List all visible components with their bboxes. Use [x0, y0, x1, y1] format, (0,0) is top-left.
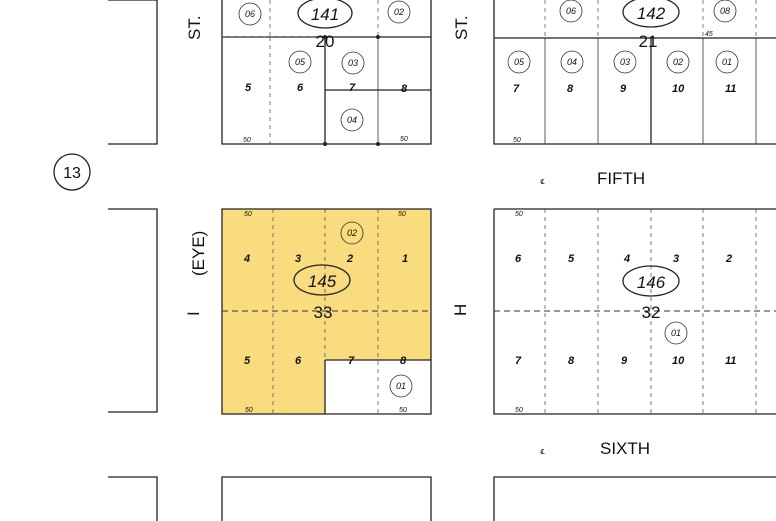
street-eye: (EYE) — [189, 231, 208, 276]
block-21 — [493, 0, 776, 145]
svg-text:50: 50 — [515, 211, 523, 218]
block-32 — [493, 208, 776, 415]
street-st-right: ST. — [452, 15, 471, 40]
lots-block-32: 6 5 4 3 2 7 8 9 10 11 50 50 — [515, 211, 736, 414]
svg-text:50: 50 — [398, 211, 406, 218]
svg-text:50: 50 — [245, 407, 253, 414]
svg-text:03: 03 — [620, 57, 630, 67]
map-number: 13 — [63, 165, 81, 182]
lots-block-21: 7 8 9 10 11 50 45 — [513, 31, 736, 144]
centerline-sixth: ℄ — [540, 448, 545, 456]
lots-block-33: 4 3 2 1 5 6 7 8 50 50 50 50 — [243, 211, 408, 414]
street-fifth: FIFTH — [597, 169, 645, 188]
parcels-block-20: 06 02 05 03 04 — [238, 0, 411, 132]
svg-text:7: 7 — [349, 82, 356, 94]
svg-text:05: 05 — [514, 57, 525, 67]
svg-text:02: 02 — [394, 7, 404, 17]
book-ellipse-141 — [297, 0, 353, 29]
block-number-32: 32 — [642, 303, 661, 322]
parcels-block-21: 06 08 05 04 03 02 01 — [507, 0, 739, 74]
svg-text:50: 50 — [400, 136, 408, 143]
svg-text:45: 45 — [705, 31, 713, 38]
block-number-21: 21 — [639, 32, 658, 51]
svg-text:3: 3 — [295, 253, 301, 265]
svg-text:8: 8 — [567, 83, 574, 95]
svg-text:7: 7 — [515, 355, 522, 367]
street-h: H — [451, 304, 470, 316]
svg-text:01: 01 — [396, 381, 406, 391]
block-33 — [221, 208, 432, 415]
svg-text:50: 50 — [399, 407, 407, 414]
svg-text:2: 2 — [725, 253, 732, 265]
svg-text:5: 5 — [568, 253, 575, 265]
svg-text:02: 02 — [347, 228, 357, 238]
svg-text:04: 04 — [567, 57, 577, 67]
svg-text:04: 04 — [347, 115, 357, 125]
svg-text:8: 8 — [568, 355, 575, 367]
svg-text:8: 8 — [400, 355, 407, 367]
svg-text:5: 5 — [245, 82, 252, 94]
svg-text:9: 9 — [620, 83, 627, 95]
svg-text:06: 06 — [566, 6, 576, 16]
book-ellipse-145 — [293, 264, 351, 296]
svg-text:9: 9 — [621, 355, 628, 367]
map-number-circle — [53, 153, 91, 191]
svg-text:8: 8 — [401, 83, 408, 95]
svg-text:08: 08 — [720, 6, 730, 16]
survey-points — [323, 35, 380, 146]
lots-block-20: 5 6 7 8 50 50 — [243, 82, 408, 144]
parcels-block-32: 01 — [664, 321, 688, 345]
street-st-left: ST. — [185, 15, 204, 40]
block-outline-bottom-mid — [221, 476, 432, 521]
book-ellipse-142 — [622, 0, 680, 28]
svg-text:50: 50 — [515, 407, 523, 414]
highlighted-parcel[interactable] — [222, 209, 431, 414]
svg-text:50: 50 — [244, 211, 252, 218]
svg-text:7: 7 — [513, 83, 520, 95]
book-146: 146 — [637, 273, 666, 292]
street-sixth: SIXTH — [600, 439, 650, 458]
svg-text:05: 05 — [295, 57, 306, 67]
svg-text:6: 6 — [295, 355, 302, 367]
street-i: I — [184, 311, 203, 316]
svg-text:06: 06 — [245, 9, 255, 19]
block-number-33: 33 — [314, 303, 333, 322]
block-outline-left-bot — [108, 476, 158, 521]
block-number-20: 20 — [316, 32, 335, 51]
book-141: 141 — [311, 5, 339, 24]
svg-text:50: 50 — [243, 137, 251, 144]
svg-text:7: 7 — [348, 355, 355, 367]
book-ellipse-146 — [622, 265, 680, 297]
svg-text:11: 11 — [725, 83, 736, 95]
svg-text:4: 4 — [623, 253, 630, 265]
book-142: 142 — [637, 4, 666, 23]
book-145: 145 — [308, 272, 337, 291]
block-outline-bottom-right — [493, 476, 776, 521]
svg-text:10: 10 — [672, 355, 685, 367]
svg-text:4: 4 — [243, 253, 250, 265]
parcels-block-33: 02 01 — [340, 221, 413, 398]
svg-text:3: 3 — [673, 253, 679, 265]
svg-text:5: 5 — [244, 355, 251, 367]
svg-text:6: 6 — [297, 82, 304, 94]
svg-text:50: 50 — [513, 137, 521, 144]
svg-text:01: 01 — [722, 57, 732, 67]
centerline-fifth: ℄ — [540, 178, 545, 186]
svg-text:01: 01 — [671, 328, 681, 338]
svg-text:1: 1 — [402, 253, 408, 265]
svg-text:03: 03 — [348, 58, 358, 68]
svg-text:6: 6 — [515, 253, 522, 265]
svg-text:10: 10 — [672, 83, 685, 95]
svg-text:11: 11 — [725, 355, 736, 367]
svg-text:02: 02 — [673, 57, 683, 67]
svg-text:2: 2 — [346, 253, 353, 265]
block-outline-left-top — [108, 0, 158, 145]
block-outline-left-mid — [108, 208, 158, 413]
